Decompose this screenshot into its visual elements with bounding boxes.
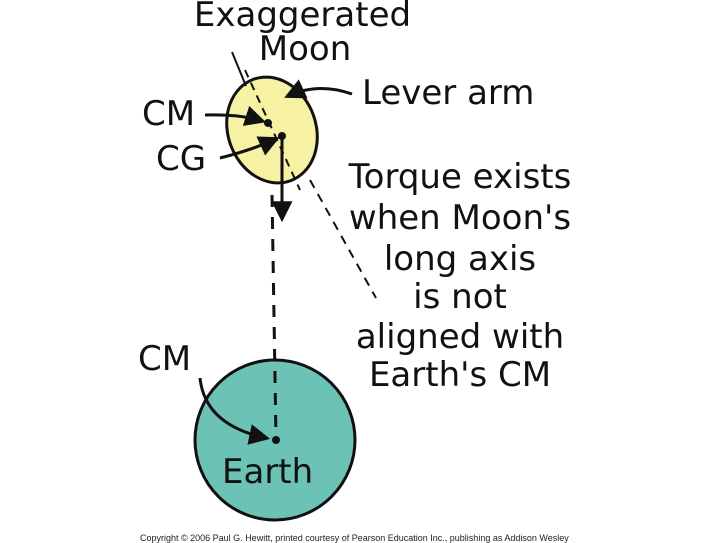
torque-text-line-3: long axis bbox=[383, 239, 537, 279]
cm-pointer-arrow bbox=[204, 105, 267, 126]
moon-cg-label: CG bbox=[156, 139, 207, 179]
torque-text-line-4: is not bbox=[413, 277, 507, 317]
earth-cm-point bbox=[272, 436, 280, 444]
lever-arm-pointer-arrow bbox=[284, 79, 353, 99]
earth-cm-label: CM bbox=[138, 339, 192, 379]
torque-pointer-line bbox=[309, 179, 377, 299]
earth-label: Earth bbox=[222, 452, 314, 492]
torque-text-line-2: when Moon's bbox=[348, 198, 572, 238]
copyright-notice: Copyright © 2006 Paul G. Hewitt, printed… bbox=[140, 533, 569, 543]
moon-cm-point bbox=[264, 119, 272, 127]
title-pointer-line bbox=[231, 51, 247, 87]
title-line-2: Moon bbox=[258, 29, 352, 69]
cm-connecting-dashed-line bbox=[270, 194, 278, 439]
moon-body bbox=[225, 75, 319, 185]
lever-arm-label: Lever arm bbox=[362, 73, 535, 113]
title-line-1: Exaggerated bbox=[193, 0, 412, 35]
torque-text-line-1: Torque exists bbox=[348, 157, 572, 197]
earth-cm-pointer-arrow bbox=[198, 377, 271, 445]
moon-cm-label: CM bbox=[142, 94, 196, 134]
torque-text-line-5: aligned with bbox=[355, 317, 565, 357]
torque-text-line-6: Earth's CM bbox=[368, 355, 552, 395]
cg-pointer-arrow bbox=[219, 136, 280, 160]
